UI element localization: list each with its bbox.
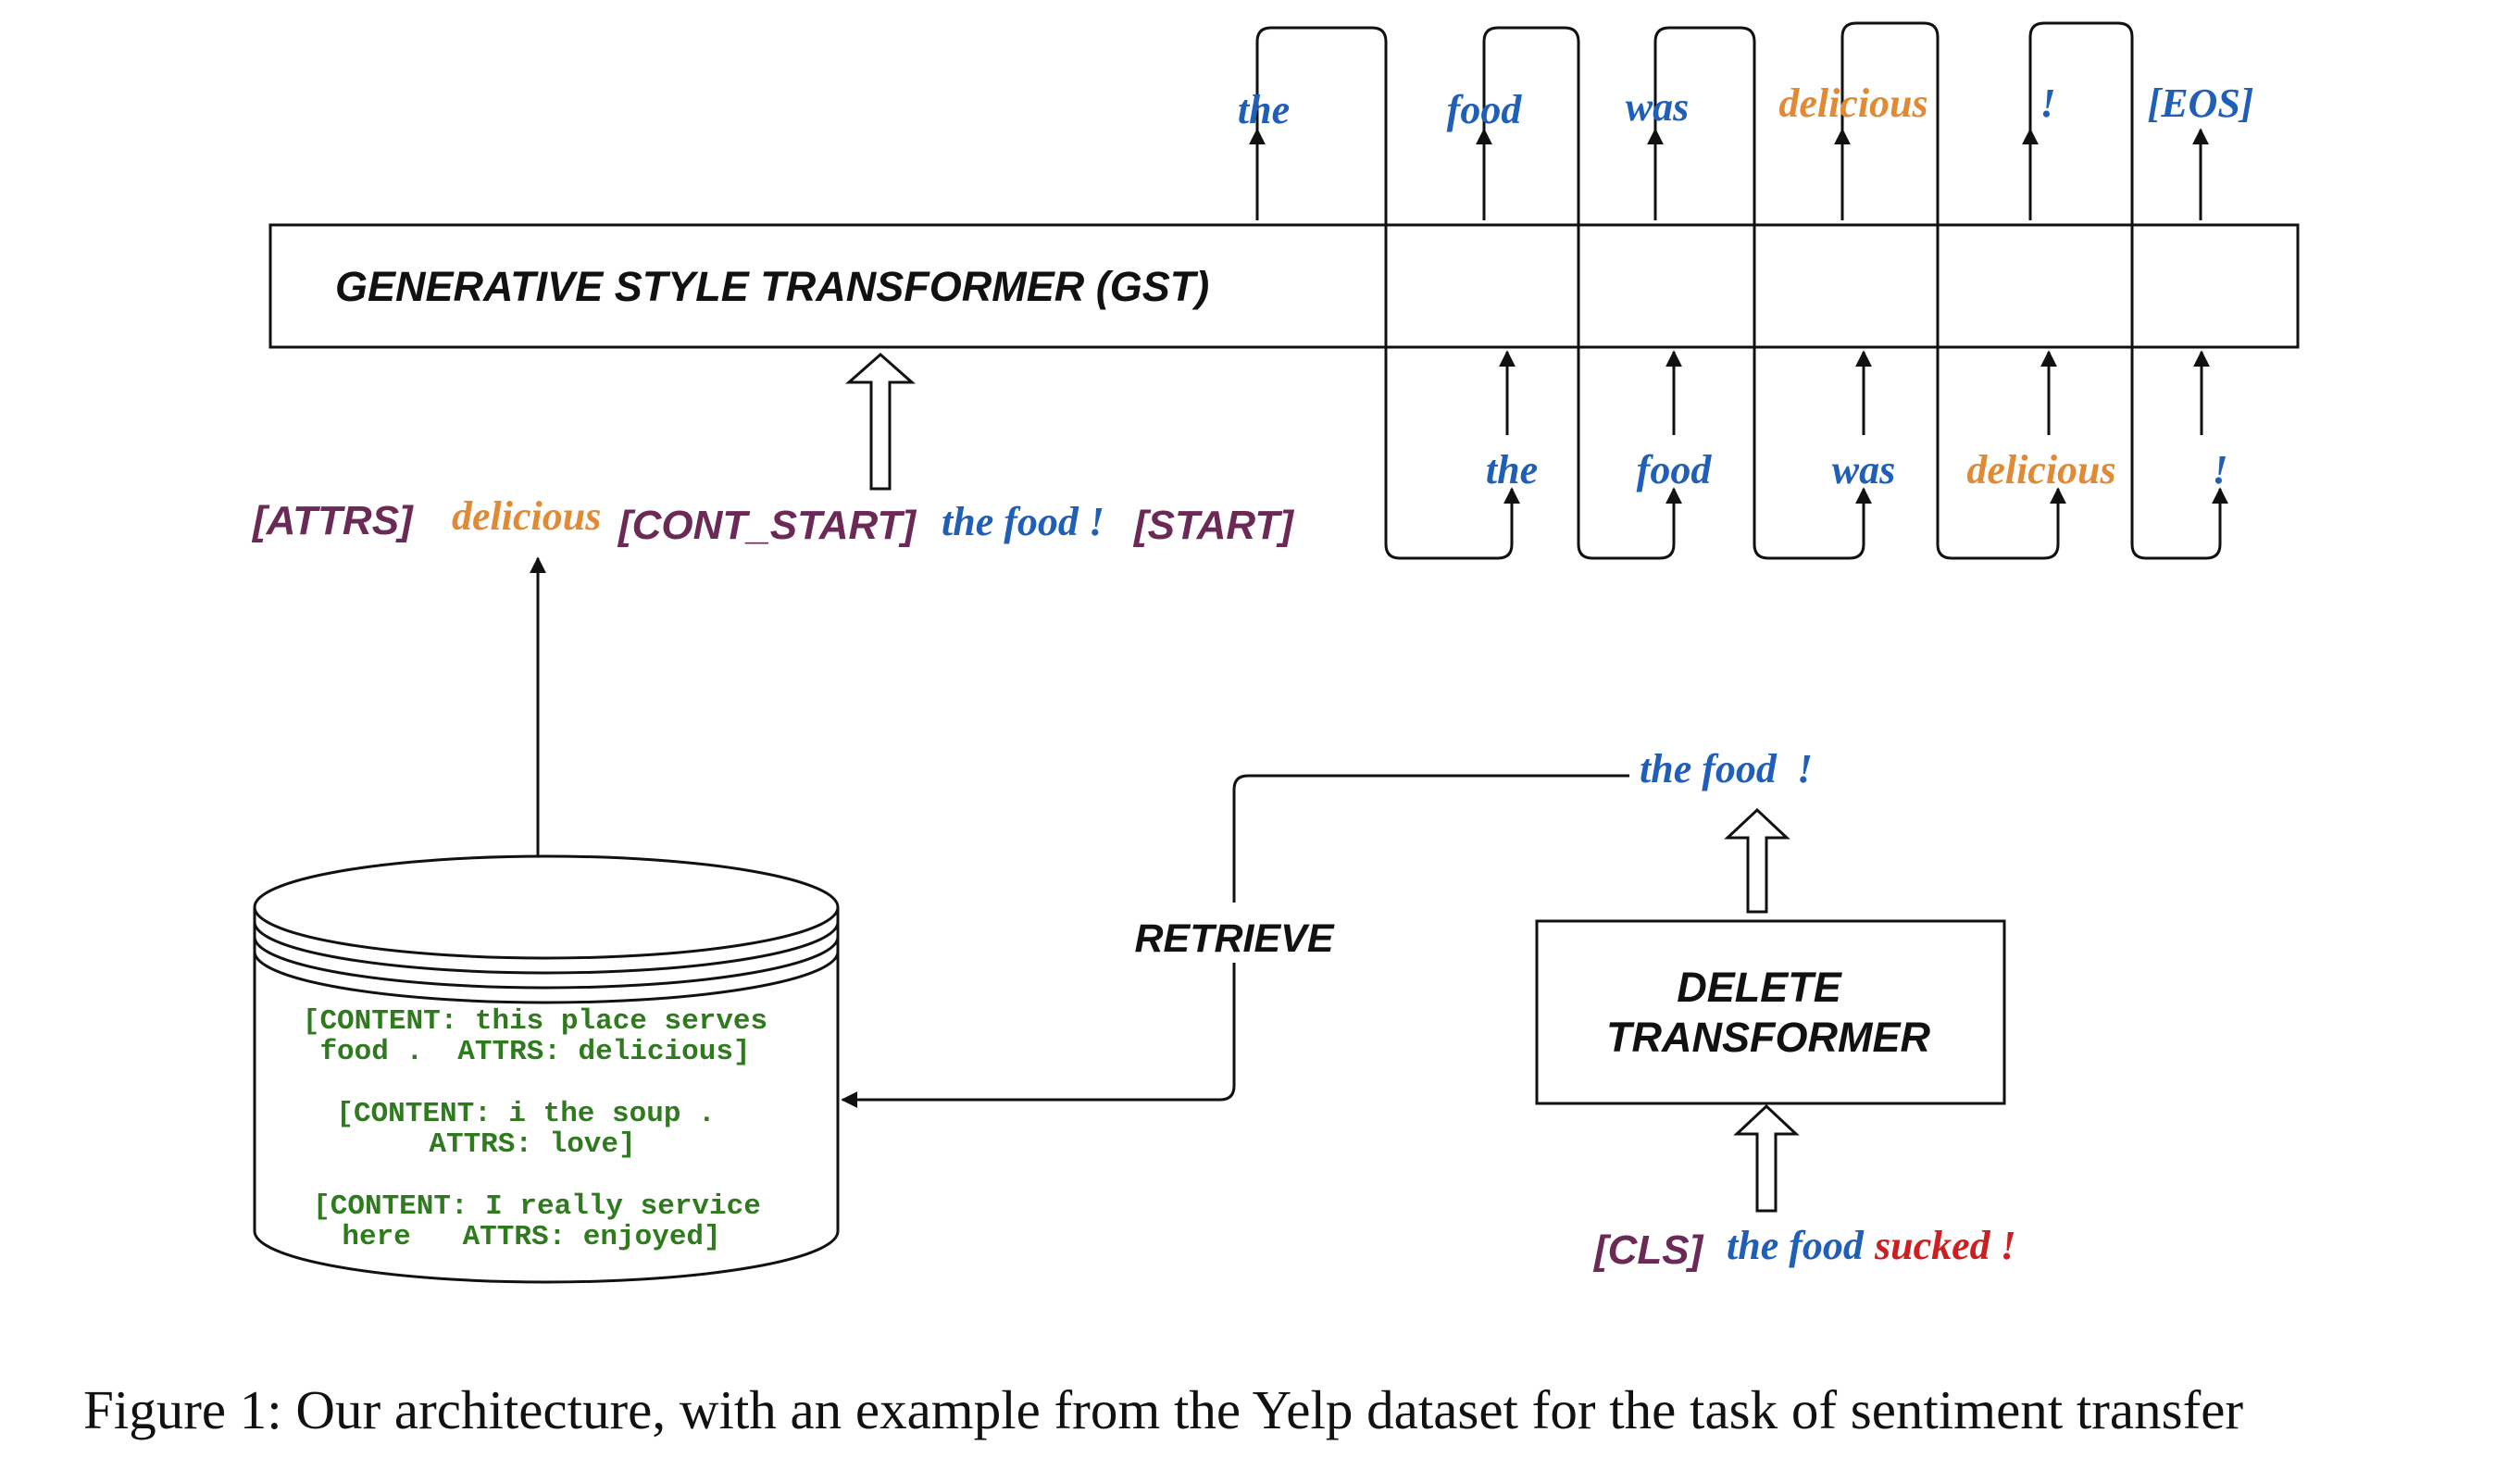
retrieve-label: RETRIEVE <box>1134 916 1334 961</box>
delete-input-sequence: [CLS] the food sucked ! <box>1592 1223 2016 1273</box>
hollow-arrow-delete-input <box>1733 1103 1800 1213</box>
db-entry-line: [CONTENT: this place serves <box>303 1005 767 1038</box>
delete-input-attr: sucked ! <box>1874 1223 2016 1268</box>
feedback-arrows <box>1499 350 2210 435</box>
database-cylinder <box>253 854 840 1284</box>
output-arrows <box>1249 128 2209 220</box>
db-entry-line: [CONTENT: i the soup . <box>336 1098 715 1130</box>
input-sequence: [ATTRS] delicious [CONT_START] the food … <box>251 493 1294 548</box>
attr-word: delicious <box>452 493 601 539</box>
feedback-word: the <box>1486 447 1538 492</box>
output-word: ! <box>2040 81 2055 126</box>
gst-outputs: the food was delicious ! [EOS] <box>1238 81 2254 132</box>
cls-token: [CLS] <box>1592 1227 1704 1273</box>
gst-box: GENERATIVE STYLE TRANSFORMER (GST) <box>268 223 2300 349</box>
feedback-word: ! <box>2212 447 2227 492</box>
feedback-word: was <box>1832 447 1895 492</box>
delete-output-text: the food ! <box>1640 746 1813 791</box>
delete-transformer-box: DELETE TRANSFORMER <box>1535 919 2006 1105</box>
database-entries: [CONTENT: this place serves food . ATTRS… <box>303 1005 767 1253</box>
retrieve-arrow <box>842 774 1629 1100</box>
output-word: delicious <box>1778 81 1927 126</box>
figure-caption: Figure 1: Our architecture, with an exam… <box>83 1379 2243 1440</box>
feedback-word: food <box>1637 447 1713 492</box>
output-word: was <box>1626 84 1689 130</box>
output-word: [EOS] <box>2148 81 2254 126</box>
delete-transformer-label: DELETE <box>1677 964 1843 1011</box>
gst-label: GENERATIVE STYLE TRANSFORMER (GST) <box>335 263 1209 310</box>
db-entry-line: ATTRS: love] <box>429 1128 635 1161</box>
output-word: the <box>1238 87 1290 132</box>
content-text: the food ! <box>942 499 1104 544</box>
feedback-word: delicious <box>1966 447 2115 492</box>
hollow-arrow-to-gst <box>845 352 916 491</box>
attrs-token: [ATTRS] <box>251 498 414 543</box>
start-token: [START] <box>1132 503 1294 548</box>
gst-feedback-inputs: the food was delicious ! <box>1486 447 2228 492</box>
output-word: food <box>1447 87 1523 132</box>
db-entry-line: here ATTRS: enjoyed] <box>342 1221 720 1253</box>
cont-start-token: [CONT_START] <box>617 503 917 548</box>
db-entry-line: [CONTENT: I really service <box>313 1190 761 1223</box>
delete-transformer-label: TRANSFORMER <box>1606 1014 1930 1061</box>
hollow-arrow-delete-output <box>1724 807 1790 914</box>
db-entry-line: food . ATTRS: delicious] <box>319 1036 750 1068</box>
feedback-loops <box>1255 21 2228 560</box>
delete-input-content: the food <box>1727 1223 1865 1268</box>
